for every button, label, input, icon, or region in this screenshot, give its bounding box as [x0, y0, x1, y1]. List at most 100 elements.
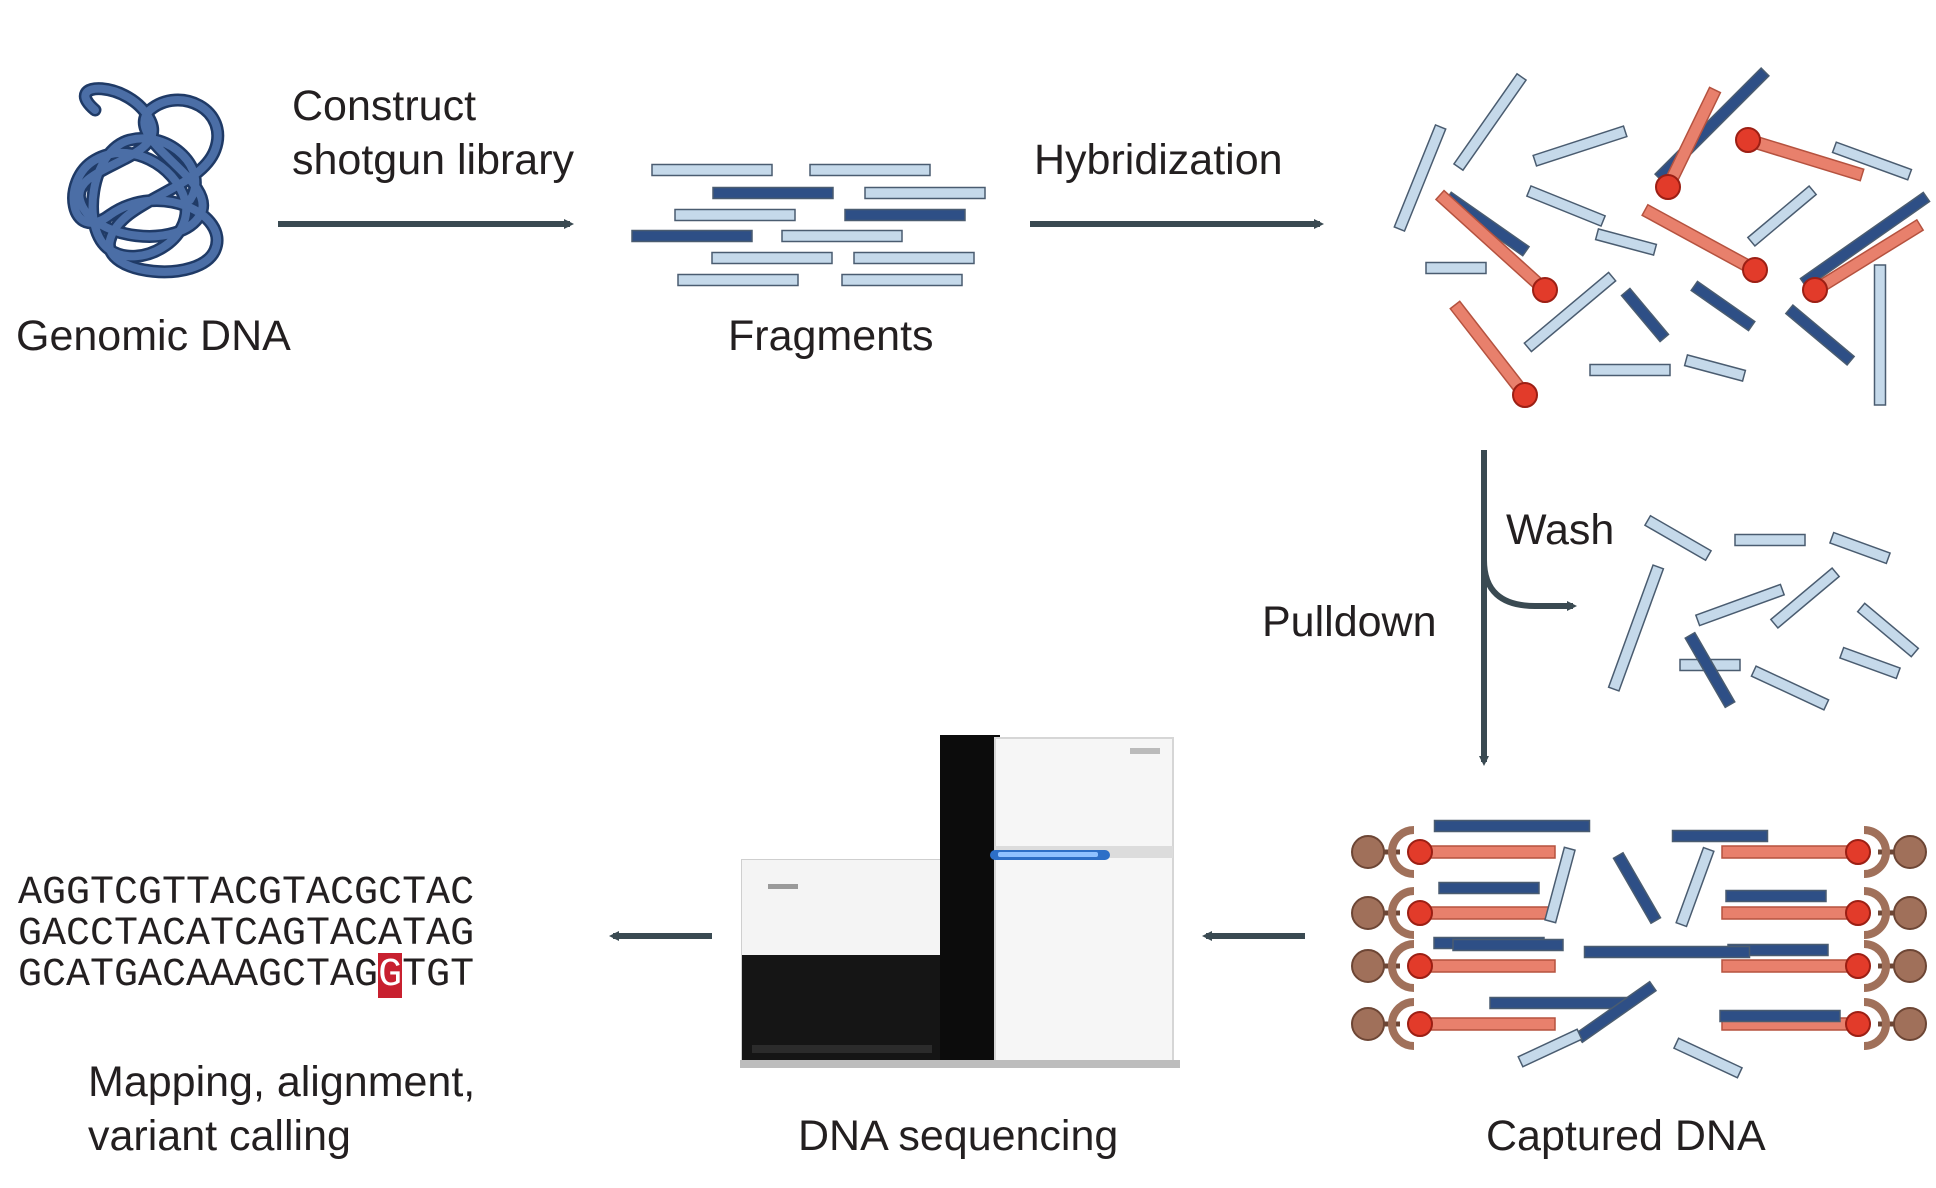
left-bead-pair: [1351, 826, 1556, 878]
bead: [1845, 839, 1871, 865]
mixed-fragment: [1746, 185, 1818, 247]
mixed-fragment: [1799, 191, 1931, 289]
bait-probe: [1802, 218, 1925, 303]
mixed-fragment: [1873, 264, 1887, 406]
right-bead-pair: [1721, 998, 1927, 1050]
fragments-label: Fragments: [728, 312, 934, 360]
fragment: [853, 251, 975, 265]
sequencer-machine-icon: [740, 735, 1180, 1068]
washed-fragment: [1734, 533, 1806, 547]
mixed-fragment: [1594, 228, 1658, 256]
captured-fragment: [1544, 846, 1576, 924]
probe-strand: [1434, 189, 1551, 296]
sequence-line-2: GACCTACATCAGTACATAG: [18, 912, 475, 957]
binding-cup: [1863, 826, 1890, 878]
mixed-fragment: [1523, 271, 1617, 353]
bead: [1407, 953, 1433, 979]
bait-probe: [1434, 189, 1558, 303]
mixed-fragment: [1525, 184, 1607, 228]
streptavidin-bead: [1351, 896, 1385, 930]
right-bead-pair: [1721, 887, 1927, 939]
bait-probe: [1449, 300, 1538, 408]
sequence-line-3: GCATGACAAAGCTAGGTGT: [18, 953, 474, 998]
streptavidin-bead: [1351, 1007, 1385, 1041]
genomic-dna-label: Genomic DNA: [16, 312, 291, 360]
binding-cup: [1388, 940, 1415, 992]
bait-probe: [1641, 203, 1768, 283]
probe-strand: [1419, 845, 1556, 859]
workflow-arrows: [278, 219, 1577, 941]
washed-fragment: [1684, 631, 1736, 709]
hybridization-label: Hybridization: [1034, 136, 1283, 184]
captured-fragment: [1719, 1009, 1841, 1023]
construct-label-line1: Construct: [292, 82, 477, 130]
captured-fragment: [1612, 851, 1662, 925]
bead: [1655, 174, 1681, 200]
captured-fragment: [1671, 829, 1769, 843]
washed-fragment: [1856, 602, 1920, 658]
fragment: [809, 163, 931, 177]
arrow-wash: [1481, 559, 1577, 611]
binding-cup: [1388, 998, 1415, 1050]
bead: [1407, 900, 1433, 926]
washed-fragment: [1828, 531, 1892, 565]
washed-fragment: [1694, 583, 1786, 627]
probe-strand: [1721, 959, 1859, 973]
sequence-line-1: AGGTCGTTACGTACGCTAC: [18, 871, 475, 916]
mixed-fragment: [1784, 304, 1856, 366]
bead: [1742, 257, 1768, 283]
mixed-fragment: [1532, 125, 1628, 167]
streptavidin-bead: [1351, 949, 1385, 983]
bead: [1407, 1011, 1433, 1037]
probe-strand: [1721, 906, 1859, 920]
bead: [1407, 839, 1433, 865]
genomic-dna-tangle-icon: [67, 82, 224, 279]
mixed-fragment: [1393, 123, 1447, 233]
bait-probe: [1655, 86, 1722, 200]
mixed-fragment: [1683, 354, 1747, 382]
binding-cup: [1863, 998, 1890, 1050]
pulldown-label: Pulldown: [1262, 598, 1437, 646]
sequence-line-3-before: GCATGACAAAGCTAG: [18, 953, 379, 998]
wash-label: Wash: [1506, 506, 1615, 554]
mixed-fragment: [1425, 261, 1487, 275]
binding-cup: [1863, 940, 1890, 992]
captured-dna-label: Captured DNA: [1486, 1112, 1766, 1160]
streptavidin-bead: [1351, 835, 1385, 869]
fragment: [712, 186, 834, 200]
fragment: [631, 229, 753, 243]
fragment: [711, 251, 833, 265]
bead: [1845, 1011, 1871, 1037]
probe-strand: [1449, 300, 1531, 400]
probe-strand: [1419, 959, 1556, 973]
probe-strand: [1419, 1017, 1556, 1031]
washed-fragment: [1750, 665, 1830, 711]
dna-sequencing-label: DNA sequencing: [798, 1112, 1119, 1160]
captured-fragment: [1438, 881, 1540, 895]
left-bead-pair: [1351, 998, 1556, 1050]
right-bead-pair: [1721, 826, 1927, 878]
mixed-fragment: [1589, 363, 1671, 377]
mixed-fragment: [1831, 141, 1913, 181]
captured-fragment: [1452, 938, 1564, 952]
washed-fragment: [1607, 564, 1665, 692]
variant-base-highlight: G: [378, 953, 403, 998]
fragment: [841, 273, 963, 287]
bead: [1532, 277, 1558, 303]
washed-fragment: [1769, 567, 1841, 629]
streptavidin-bead: [1893, 835, 1927, 869]
washed-fragments-illustration: [1607, 514, 1920, 711]
left-bead-pair: [1351, 887, 1556, 939]
captured-dna-illustration: [1351, 819, 1927, 1079]
fragment: [651, 163, 773, 177]
bait-probe: [1735, 127, 1865, 182]
construct-label-line2: shotgun library: [292, 136, 575, 184]
hybridization-mixture-illustration: [1393, 67, 1931, 408]
binding-cup: [1388, 826, 1415, 878]
captured-fragment: [1489, 996, 1631, 1010]
captured-fragment: [1517, 1028, 1583, 1068]
binding-cup: [1388, 887, 1415, 939]
fragment: [844, 208, 966, 222]
fragment: [677, 273, 799, 287]
